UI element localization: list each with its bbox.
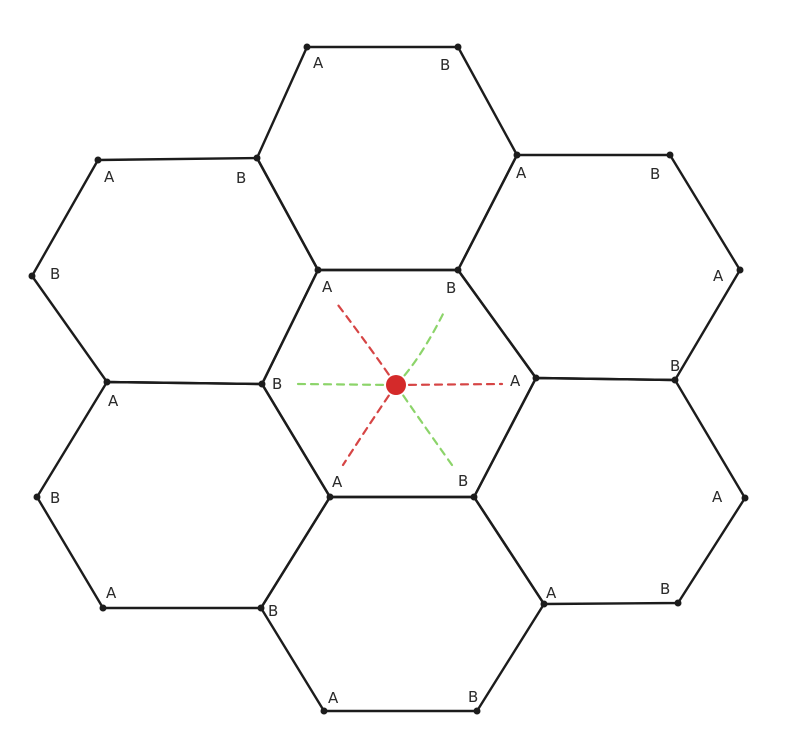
label-b: B	[670, 357, 680, 375]
vertex-dot	[94, 156, 102, 164]
vertex-dot	[257, 604, 265, 612]
label-b: B	[50, 489, 60, 507]
vertex-dot	[320, 707, 328, 715]
vertex-dot	[326, 493, 334, 501]
hexagon-upper-left	[30, 156, 320, 386]
vertex-dot	[454, 43, 462, 51]
label-a: A	[108, 392, 119, 410]
vertex-dot	[454, 266, 462, 274]
label-a: A	[332, 473, 343, 491]
red-ray-upper-left	[336, 303, 398, 387]
vertex-dot	[314, 266, 322, 274]
vertex-dot	[674, 599, 682, 607]
red-ray-lower-left	[341, 383, 398, 467]
vertex-dot	[253, 154, 261, 162]
vertex-dots	[28, 43, 749, 715]
label-a: A	[713, 267, 724, 285]
label-a: A	[106, 584, 117, 602]
vertex-dot	[258, 380, 266, 388]
vertex-dot	[671, 376, 679, 384]
vertex-labels: A B A B B A A B A B A B B A A B B A B A …	[50, 54, 724, 707]
label-a: A	[546, 584, 557, 602]
label-b: B	[50, 265, 60, 283]
vertex-dot	[540, 600, 548, 608]
hexagon-top	[255, 45, 519, 272]
label-b: B	[236, 169, 246, 187]
label-a: A	[712, 488, 723, 506]
vertex-dot	[532, 374, 540, 382]
label-b: B	[458, 472, 468, 490]
label-a: A	[104, 168, 115, 186]
label-b: B	[446, 279, 456, 297]
vertex-dot	[28, 272, 36, 280]
label-a: A	[510, 372, 521, 390]
label-b: B	[650, 165, 660, 183]
label-b: B	[440, 56, 450, 74]
green-ray-lower-right	[394, 383, 454, 467]
hexagon-lower-left	[35, 380, 332, 610]
label-a: A	[516, 164, 527, 182]
vertex-dot	[741, 494, 749, 502]
hexagon-lower-right	[472, 376, 747, 606]
hexagon-bottom	[259, 495, 546, 713]
vertex-dot	[666, 151, 674, 159]
label-b: B	[268, 602, 278, 620]
label-b: B	[660, 580, 670, 598]
label-a: A	[322, 278, 333, 296]
vertex-dot	[103, 378, 111, 386]
label-a: A	[313, 54, 324, 72]
vertex-dot	[513, 151, 521, 159]
hexagon-upper-right	[456, 153, 742, 382]
red-ray-right	[394, 382, 504, 387]
vertex-dot	[99, 604, 107, 612]
vertex-dot	[470, 493, 478, 501]
vertex-dot	[473, 707, 481, 715]
label-b: B	[272, 375, 282, 393]
vertex-dot	[303, 43, 311, 51]
green-ray-left	[296, 382, 398, 387]
label-b: B	[468, 688, 478, 706]
vertex-dot	[33, 493, 41, 501]
label-a: A	[328, 689, 339, 707]
green-ray-upper-right	[394, 310, 446, 387]
center-point	[386, 375, 406, 395]
vertex-dot	[736, 266, 744, 274]
